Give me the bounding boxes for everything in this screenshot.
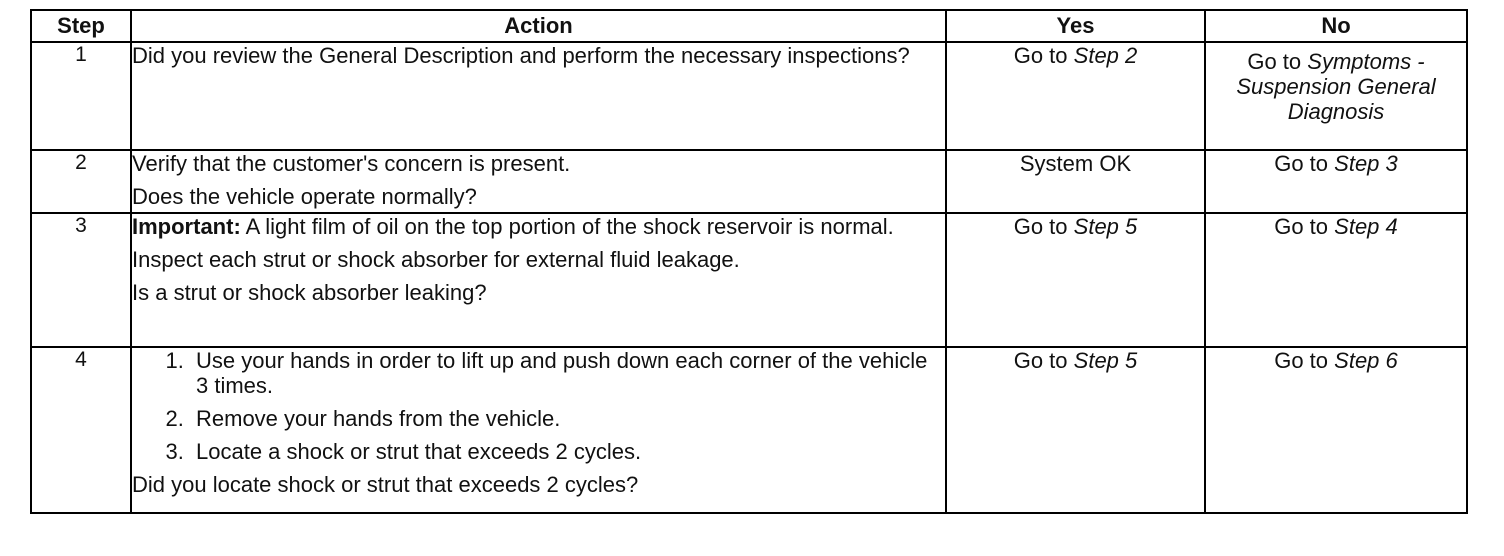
action-text: Did you review the General Description a…	[132, 43, 910, 68]
diagnostic-table: Step Action Yes No 1 Did you review the …	[30, 9, 1468, 514]
table-row: 2 Verify that the customer's concern is …	[30, 149, 1468, 214]
no-prefix: Go to	[1247, 49, 1302, 74]
procedure-item: Remove your hands from the vehicle.	[190, 406, 945, 431]
step-number: 2	[30, 149, 132, 214]
yes-step-link[interactable]: Step 5	[1073, 214, 1138, 239]
action-cell: Use your hands in order to lift up and p…	[130, 346, 947, 514]
header-no: No	[1204, 9, 1468, 43]
procedure-item: Locate a shock or strut that exceeds 2 c…	[190, 439, 945, 464]
no-cell: Go to Symptoms - Suspension General Diag…	[1204, 41, 1468, 151]
yes-prefix: Go to	[1013, 214, 1068, 239]
action-cell: Verify that the customer's concern is pr…	[130, 149, 947, 214]
yes-cell: System OK	[945, 149, 1206, 214]
no-step-link[interactable]: Step 4	[1334, 214, 1398, 239]
table-row: 3 Important: A light film of oil on the …	[30, 212, 1468, 348]
table-row: 1 Did you review the General Description…	[30, 41, 1468, 151]
action-question: Does the vehicle operate normally?	[132, 184, 477, 209]
no-symptoms-link[interactable]: Symptoms - Suspension General Diagnosis	[1236, 49, 1436, 124]
no-prefix: Go to	[1274, 151, 1329, 176]
header-yes: Yes	[945, 9, 1206, 43]
no-cell: Go to Step 4	[1204, 212, 1468, 348]
no-cell: Go to Step 6	[1204, 346, 1468, 514]
table-row: 4 Use your hands in order to lift up and…	[30, 346, 1468, 514]
yes-prefix: Go to	[1013, 43, 1068, 68]
yes-cell: Go to Step 5	[945, 212, 1206, 348]
yes-step-link[interactable]: Step 5	[1073, 348, 1138, 373]
yes-cell: Go to Step 5	[945, 346, 1206, 514]
action-text: Inspect each strut or shock absorber for…	[132, 247, 740, 272]
important-label: Important:	[132, 214, 241, 239]
header-action: Action	[130, 9, 947, 43]
yes-text: System OK	[1019, 151, 1132, 176]
step-number: 4	[30, 346, 132, 514]
step-number: 3	[30, 212, 132, 348]
yes-cell: Go to Step 2	[945, 41, 1206, 151]
action-cell: Did you review the General Description a…	[130, 41, 947, 151]
action-text: Verify that the customer's concern is pr…	[132, 151, 571, 176]
procedure-list: Use your hands in order to lift up and p…	[132, 348, 945, 464]
no-prefix: Go to	[1274, 348, 1329, 373]
important-text: A light film of oil on the top portion o…	[245, 214, 894, 239]
no-cell: Go to Step 3	[1204, 149, 1468, 214]
important-note: Important: A light film of oil on the to…	[132, 214, 945, 239]
header-step: Step	[30, 9, 132, 43]
no-prefix: Go to	[1274, 214, 1329, 239]
action-cell: Important: A light film of oil on the to…	[130, 212, 947, 348]
action-question: Did you locate shock or strut that excee…	[132, 472, 639, 497]
no-step-link[interactable]: Step 3	[1334, 151, 1398, 176]
no-step-link[interactable]: Step 6	[1334, 348, 1398, 373]
action-question: Is a strut or shock absorber leaking?	[132, 280, 487, 305]
yes-prefix: Go to	[1013, 348, 1068, 373]
header-row: Step Action Yes No	[30, 9, 1468, 43]
procedure-item: Use your hands in order to lift up and p…	[190, 348, 945, 398]
yes-step-link[interactable]: Step 2	[1073, 43, 1138, 68]
step-number: 1	[30, 41, 132, 151]
